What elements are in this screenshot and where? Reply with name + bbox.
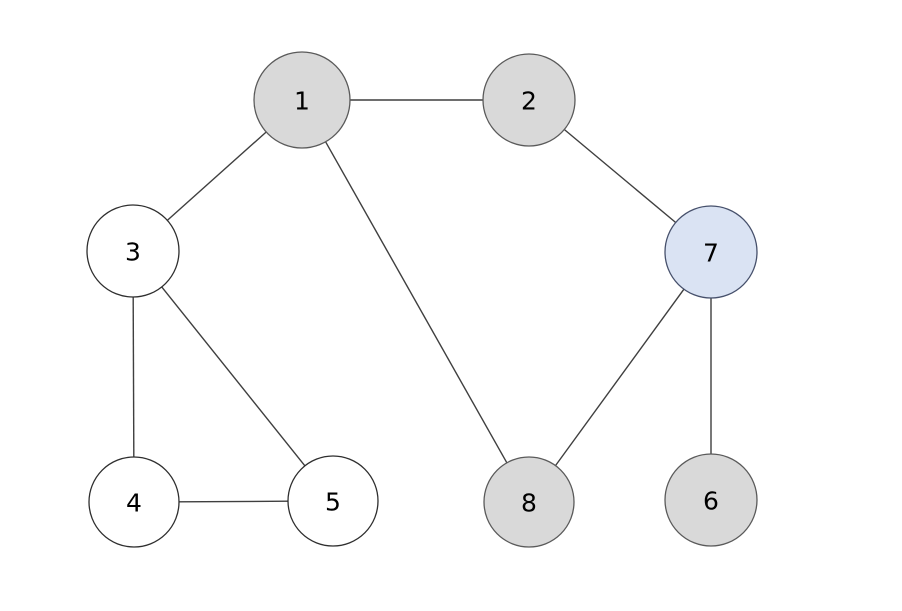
node-circle-6[interactable] — [664, 453, 758, 547]
node-label-1: 1 — [294, 87, 310, 116]
graph-edge-2-7 — [563, 128, 677, 224]
node-label-5: 5 — [325, 488, 341, 517]
node-label-7: 7 — [703, 239, 719, 268]
node-layer: 1 2 3 4 5 6 7 8 — [86, 51, 758, 548]
graph-edge-4-5 — [178, 500, 289, 503]
graph-edge-3-4 — [132, 296, 135, 458]
graph-edge-7-8 — [554, 288, 685, 467]
graph-node-4[interactable]: 4 — [88, 456, 180, 548]
graph-node-7[interactable]: 7 — [664, 205, 758, 299]
node-circle-2[interactable] — [482, 53, 576, 147]
graph-node-2[interactable]: 2 — [482, 53, 576, 147]
graph-edge-1-3 — [166, 131, 267, 221]
graph-node-8[interactable]: 8 — [483, 456, 575, 548]
graph-edge-3-5 — [161, 286, 306, 467]
graph-node-6[interactable]: 6 — [664, 453, 758, 547]
node-label-3: 3 — [125, 238, 141, 267]
node-label-4: 4 — [126, 489, 142, 518]
node-label-6: 6 — [703, 487, 719, 516]
graph-node-1[interactable]: 1 — [253, 51, 351, 149]
graph-edge-1-8 — [324, 141, 508, 464]
node-circle-3[interactable] — [86, 204, 180, 298]
graph-node-3[interactable]: 3 — [86, 204, 180, 298]
node-circle-4[interactable] — [88, 456, 180, 548]
node-circle-7[interactable] — [664, 205, 758, 299]
node-label-8: 8 — [521, 489, 537, 518]
node-circle-8[interactable] — [483, 456, 575, 548]
node-label-2: 2 — [521, 87, 537, 116]
node-circle-1[interactable] — [253, 51, 351, 149]
edge-layer — [132, 99, 712, 503]
graph-node-5[interactable]: 5 — [287, 455, 379, 547]
node-circle-5[interactable] — [287, 455, 379, 547]
